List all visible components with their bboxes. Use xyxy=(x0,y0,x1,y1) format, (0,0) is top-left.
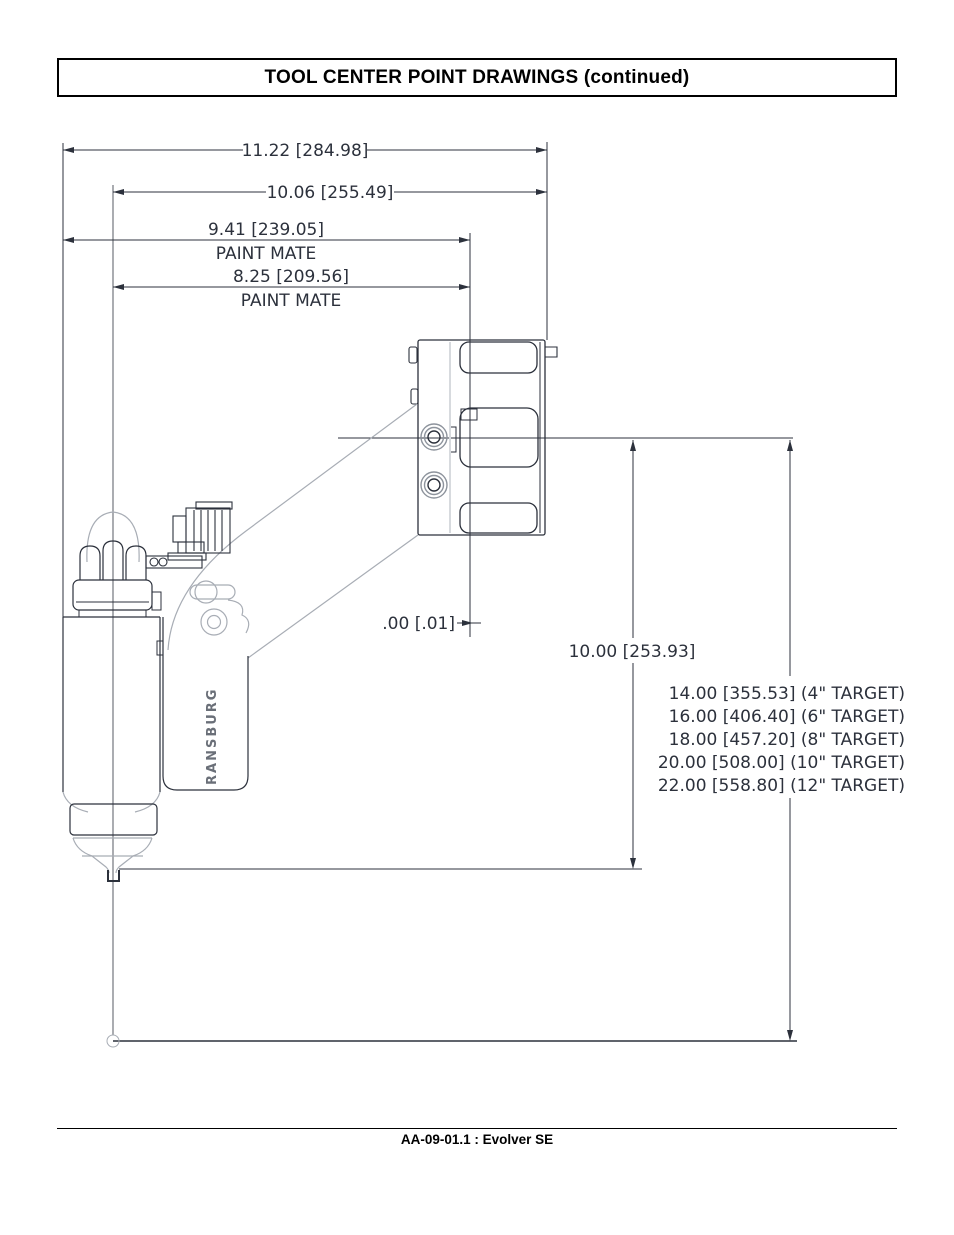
arm-screw-slot xyxy=(189,584,236,600)
dome-outline xyxy=(86,511,140,563)
bracket-bolt-hole-top xyxy=(420,423,448,451)
page-title: TOOL CENTER POINT DRAWINGS (continued) xyxy=(264,66,690,88)
arm-screw-head xyxy=(194,580,218,604)
dim-text-mask xyxy=(243,140,367,160)
dimension-texts: 11.22 [284.98] 10.06 [255.49] 9.41 [239.… xyxy=(205,141,905,796)
bracket-slot-top xyxy=(459,341,538,374)
barrel-body xyxy=(62,616,161,792)
bracket-bolt-hole-bottom xyxy=(420,471,448,499)
dim-paintmate-width: 9.41 [239.05] xyxy=(208,220,324,240)
dimension-arrowheads-vertical xyxy=(630,440,793,1041)
arm-bottom-edge xyxy=(247,534,419,659)
support-arm xyxy=(167,403,419,659)
bracket-body xyxy=(417,339,546,536)
dim-paintmate-note: PAINT MATE xyxy=(216,244,316,264)
taper-left xyxy=(62,791,89,813)
bracket-clip-upper xyxy=(408,346,418,364)
dim-to-axis-width: 10.06 [255.49] xyxy=(267,183,394,203)
target-point-marker xyxy=(106,1034,120,1048)
dim-target-12in: 22.00 [558.80] (12" TARGET) xyxy=(658,776,905,796)
bell-housing xyxy=(69,803,158,836)
arm-port-outline xyxy=(227,599,250,634)
dim-text-mask xyxy=(570,638,696,663)
rear-housing xyxy=(162,617,249,791)
dim-target-6in: 16.00 [406.40] (6" TARGET) xyxy=(669,707,905,727)
dimension-arrowheads-horizontal xyxy=(63,147,547,290)
footer-divider xyxy=(57,1128,897,1129)
valve-stack xyxy=(145,501,233,569)
thin-flange xyxy=(78,609,147,618)
bracket-detail-clip xyxy=(451,426,457,453)
vertical-dimensions xyxy=(457,440,912,1041)
dim-target-10in: 20.00 [508.00] (10" TARGET) xyxy=(658,753,905,773)
extension-lines xyxy=(62,142,797,1048)
dim-overall-width: 11.22 [284.98] xyxy=(242,141,369,161)
brand-label: RANSBURG xyxy=(205,688,220,785)
dim-text-mask xyxy=(658,676,912,798)
arm-top-edge xyxy=(167,403,418,651)
applicator xyxy=(62,501,249,882)
bracket-slot-bottom xyxy=(459,502,538,534)
footer-doc-ref: AA-09-01.1 : Evolver SE xyxy=(400,1132,554,1147)
bracket-slot-middle xyxy=(459,407,539,468)
flange-nub xyxy=(151,591,162,611)
page-title-box: TOOL CENTER POINT DRAWINGS (continued) xyxy=(57,58,897,97)
bracket-slot-notch xyxy=(460,408,478,421)
horizontal-dimensions xyxy=(63,140,547,290)
dim-paintmate-axis-note: PAINT MATE xyxy=(241,291,341,311)
arm-fitting-inner xyxy=(206,614,222,630)
dim-target-4in: 14.00 [355.53] (4" TARGET) xyxy=(669,684,905,704)
mount-bracket xyxy=(408,339,558,536)
bracket-clip-lower xyxy=(410,388,419,405)
arm-fitting-outer xyxy=(200,608,228,636)
dim-paintmate-axis-width: 8.25 [209.56] xyxy=(233,267,349,287)
bell-tip xyxy=(107,870,120,882)
crown-fittings xyxy=(79,540,147,580)
bracket-right-tab xyxy=(545,346,558,358)
bell-cup xyxy=(72,837,153,874)
taper-right xyxy=(134,791,161,813)
upper-flange xyxy=(72,579,153,611)
zero-offset-arrow xyxy=(462,620,473,626)
dim-text-mask xyxy=(266,182,394,202)
dim-zero-offset: .00 [.01] xyxy=(382,614,455,634)
dim-bell-distance: 10.00 [253.93] xyxy=(569,642,696,662)
dim-target-8in: 18.00 [457.20] (8" TARGET) xyxy=(669,730,905,750)
